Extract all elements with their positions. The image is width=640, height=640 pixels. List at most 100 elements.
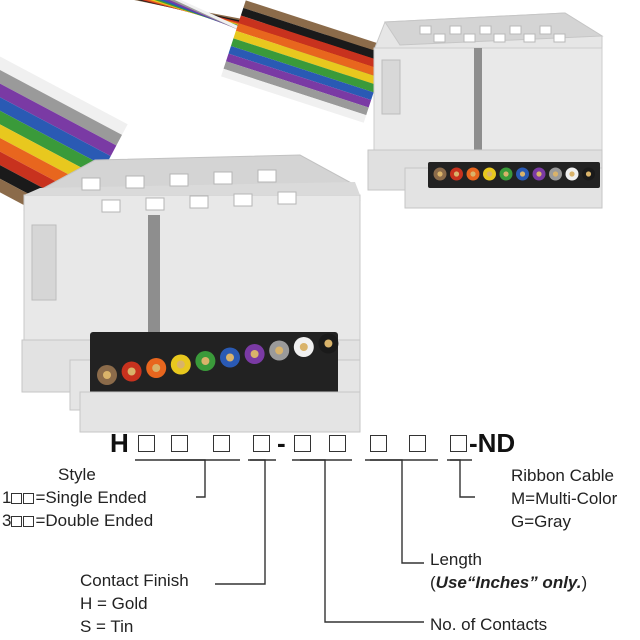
style-leader <box>170 459 206 498</box>
conductor <box>299 343 308 351</box>
conductor <box>127 367 136 376</box>
ribbon-title: Ribbon Cable <box>511 466 615 485</box>
part-suffix: -ND <box>469 428 516 458</box>
conductor <box>250 350 259 358</box>
conductor <box>552 171 559 177</box>
contacts-leader <box>300 459 424 623</box>
length-note: (Use“Inches” only.) <box>430 572 587 593</box>
length-title: Length <box>430 550 482 569</box>
code-box-style-1 <box>138 435 155 452</box>
length-note-bold: Use“Inches” only. <box>435 573 582 592</box>
length-open-paren: ( <box>430 573 436 592</box>
contact-holes-front <box>81 169 297 213</box>
contact-hole <box>479 25 492 35</box>
code-box-mini <box>23 493 35 504</box>
style-title: Style <box>58 465 96 484</box>
cable-ends-back <box>433 167 595 181</box>
cable-wire <box>0 106 100 188</box>
finish-gold: H = Gold <box>80 594 148 613</box>
code-box-contacts-2 <box>329 435 346 452</box>
contact-hole <box>433 33 446 43</box>
style-single-digit: 1 <box>2 488 12 507</box>
length-leader <box>370 459 424 564</box>
length-close-paren: ) <box>581 573 588 592</box>
conductor <box>470 171 476 177</box>
conductor <box>103 371 111 379</box>
conductor <box>486 171 493 177</box>
contact-hole <box>169 173 189 187</box>
conductor <box>226 353 234 362</box>
cable-wire <box>233 30 379 85</box>
part-prefix: H <box>110 428 129 458</box>
style-single: 1 =Single Ended <box>2 487 147 508</box>
cable-wire <box>169 0 405 102</box>
code-box-mini <box>23 516 35 527</box>
cable-wire <box>0 117 94 199</box>
part-dash: - <box>277 428 286 458</box>
cable-wire <box>243 0 389 55</box>
contact-hole <box>277 191 297 205</box>
contact-hole <box>449 25 462 35</box>
contact-hole <box>81 177 101 191</box>
conductor <box>453 171 460 177</box>
contact-hole <box>257 169 277 183</box>
contact-hole <box>419 25 432 35</box>
connector-front <box>21 154 361 433</box>
contact-hole <box>509 25 522 35</box>
cable-wire <box>230 38 377 93</box>
cable-wire <box>240 7 386 62</box>
cable-wire <box>0 64 122 146</box>
cable-wire <box>159 0 403 90</box>
code-box-style-2 <box>171 435 188 452</box>
callout-lines <box>135 459 475 623</box>
finish-title: Contact Finish <box>80 571 189 590</box>
code-box-style-3 <box>213 435 230 452</box>
contact-hole <box>101 199 121 213</box>
cable-ends-front <box>97 333 339 385</box>
contact-hole <box>213 171 233 185</box>
cable-wire <box>0 85 111 167</box>
cable-wire <box>221 68 367 123</box>
conductor <box>536 171 542 177</box>
code-box-mini <box>11 516 23 527</box>
conductor <box>201 357 210 365</box>
cable-wire <box>164 0 404 96</box>
conductor <box>519 171 526 177</box>
finish-tin: S = Tin <box>80 617 134 636</box>
code-box-length-1 <box>370 435 387 452</box>
style-double-digit: 3 <box>2 511 12 530</box>
style-single-text: =Single Ended <box>35 488 147 507</box>
cable-wire <box>223 61 369 116</box>
conductor <box>585 171 592 177</box>
cable-wire <box>235 23 382 78</box>
contact-hole <box>493 33 506 43</box>
cable-wire <box>0 96 106 178</box>
contact-hole <box>523 33 536 43</box>
ribbon-gray: G=Gray <box>511 512 571 531</box>
style-double: 3 =Double Ended <box>2 510 153 531</box>
conductor <box>176 360 185 369</box>
cable-wire <box>0 53 128 135</box>
code-box-length-2 <box>409 435 426 452</box>
contact-hole <box>553 33 566 43</box>
ribbon-leader <box>450 459 475 498</box>
cable-wire <box>0 75 117 157</box>
style-double-text: =Double Ended <box>35 511 154 530</box>
code-box-contacts-1 <box>294 435 311 452</box>
connector-back <box>367 12 604 209</box>
conductor <box>275 346 284 355</box>
conductor <box>569 171 575 177</box>
conductor <box>437 171 443 177</box>
conductor <box>152 364 161 372</box>
contact-hole <box>125 175 145 189</box>
code-box-mini <box>11 493 23 504</box>
contact-hole <box>463 33 476 43</box>
cable-wire <box>226 53 372 108</box>
conductor <box>324 339 333 348</box>
cable-wire <box>238 15 384 70</box>
contacts-title: No. of Contacts <box>430 615 548 634</box>
contact-holes-back <box>419 25 566 43</box>
contact-hole <box>145 197 165 211</box>
finish-leader <box>215 459 266 585</box>
